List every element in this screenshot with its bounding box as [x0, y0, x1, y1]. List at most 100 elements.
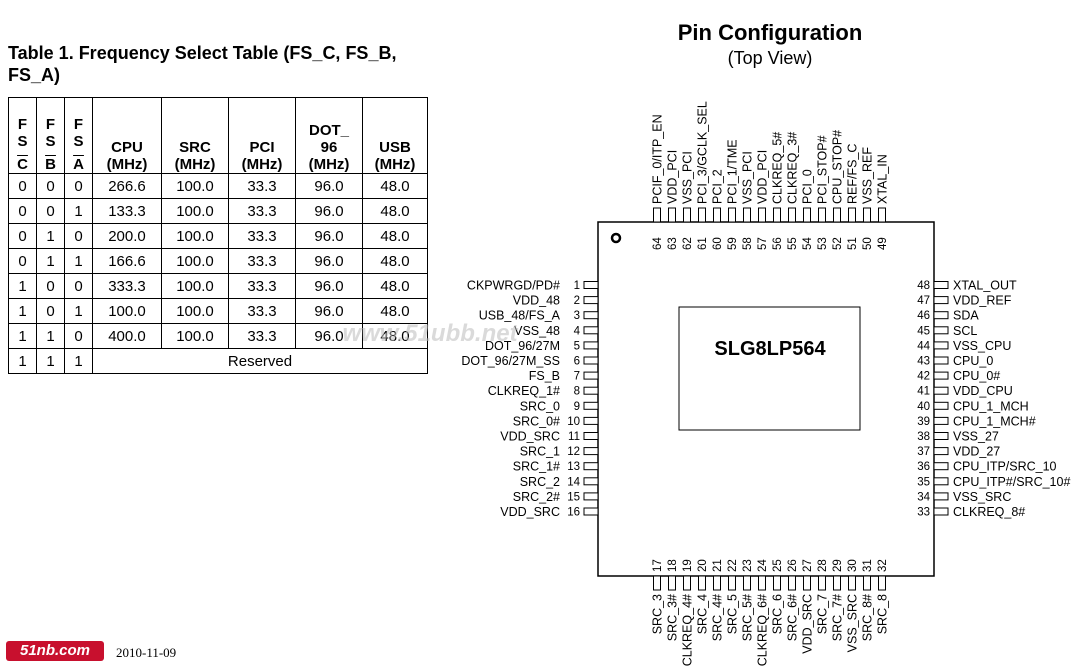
pin-label: CPU_ITP/SRC_10 — [953, 460, 1057, 474]
pin-label: VDD_SRC — [500, 430, 560, 444]
pin-pad — [683, 575, 691, 591]
pin-pad — [583, 432, 599, 440]
pin-pad — [933, 341, 949, 350]
pin-label: PCI_3/GCLK_SEL — [696, 101, 710, 204]
pin-pad — [933, 386, 949, 395]
pin-number: 5 — [574, 340, 580, 352]
die-outline — [678, 306, 861, 431]
pin-pad — [758, 207, 766, 223]
diagram-subtitle: (Top View) — [727, 48, 813, 68]
pin-label: DOT_96/27M_SS — [461, 354, 560, 368]
pin-pad — [848, 207, 856, 223]
pin-label: REF/FS_C — [846, 144, 860, 204]
pin-pad — [818, 575, 826, 591]
pin-pad — [878, 575, 886, 591]
pin-pad — [933, 296, 949, 305]
pin-number: 53 — [817, 237, 829, 250]
pin-label: SDA — [953, 309, 979, 323]
pin-number: 8 — [574, 386, 580, 398]
table-cell: 100.0 — [92, 298, 162, 324]
pin-number: 50 — [862, 237, 874, 250]
pin-pad — [668, 575, 676, 591]
pin-pad — [713, 207, 721, 223]
table-title: Table 1. Frequency Select Table (FS_C, F… — [8, 43, 397, 85]
pin-pad — [933, 477, 949, 486]
table-cell: 96.0 — [295, 273, 363, 299]
pin-number: 4 — [574, 325, 581, 337]
table-cell: 1 — [8, 323, 37, 349]
table-cell: 1 — [64, 348, 93, 374]
pin-pad — [728, 575, 736, 591]
pin-label: PCI_2 — [711, 169, 725, 204]
pin-pad — [933, 371, 949, 380]
pins-layer: 1CKPWRGD/PD#2VDD_483USB_48/FS_A4VSS_485D… — [461, 101, 1070, 666]
pin-pad — [583, 447, 599, 456]
pin-label: SRC_2 — [520, 475, 560, 489]
pin-label: SRC_6# — [786, 594, 800, 641]
pin-number: 44 — [917, 340, 930, 352]
pin-pad — [933, 311, 949, 320]
table-cell: 33.3 — [228, 198, 296, 224]
header-dot96: DOT_96(MHz) — [295, 97, 363, 174]
pin-label: CPU_ITP#/SRC_10# — [953, 475, 1070, 489]
table-cell: 33.3 — [228, 173, 296, 199]
table-cell: 96.0 — [295, 198, 363, 224]
table-cell: 100.0 — [161, 298, 229, 324]
pin-number: 45 — [917, 325, 930, 337]
pin-number: 41 — [917, 386, 930, 398]
pin-number: 28 — [817, 559, 829, 572]
pin-number: 33 — [917, 507, 930, 519]
pin-pad — [583, 386, 599, 395]
pin-label: FS_B — [529, 369, 560, 383]
pin-number: 25 — [772, 559, 784, 572]
pin-label: CLKREQ_4# — [681, 594, 695, 666]
pin-label: VSS_SRC — [846, 594, 860, 652]
pin-number: 22 — [727, 559, 739, 572]
pin-number: 60 — [712, 237, 724, 250]
pin-label: CPU_0 — [953, 354, 993, 368]
pin-label: PCI_STOP# — [816, 135, 830, 204]
pin-pad — [933, 326, 949, 335]
pin-label: CKPWRGD/PD# — [467, 279, 560, 293]
pin-pad — [833, 575, 841, 591]
pin-pad — [668, 207, 676, 223]
pin-pad — [933, 507, 949, 516]
pin-number: 59 — [727, 237, 739, 250]
pin-number: 34 — [917, 491, 930, 503]
pin-number: 57 — [757, 237, 769, 250]
table-cell: 48.0 — [362, 323, 428, 349]
header-cpu: CPU(MHz) — [92, 97, 162, 174]
pin-label: XTAL_OUT — [953, 279, 1017, 293]
pin-label: SRC_3# — [666, 594, 680, 641]
pin-label: SRC_8# — [861, 594, 875, 641]
pin-pad — [863, 207, 871, 223]
pin-label: CPU_1_MCH# — [953, 414, 1036, 428]
table-cell: 133.3 — [92, 198, 162, 224]
pin-pad — [878, 207, 886, 223]
pin-pad — [773, 207, 781, 223]
pin-number: 10 — [567, 416, 580, 428]
pin-label: VDD_PCI — [666, 150, 680, 204]
pin-pad — [788, 575, 796, 591]
pin-pad — [933, 492, 949, 501]
pin-label: CLKREQ_8# — [953, 505, 1025, 519]
pin-label: CPU_STOP# — [831, 130, 845, 204]
pin-label: VSS_27 — [953, 430, 999, 444]
pin-pad — [698, 575, 706, 591]
pin-pad — [728, 207, 736, 223]
pin-number: 11 — [568, 431, 580, 443]
pin-pad — [803, 207, 811, 223]
pin-number: 9 — [574, 401, 580, 413]
pin-label: VDD_SRC — [801, 594, 815, 654]
pin-pad — [933, 401, 949, 410]
pin-pad — [833, 207, 841, 223]
pin-number: 39 — [917, 416, 930, 428]
pin-pad — [653, 207, 661, 223]
